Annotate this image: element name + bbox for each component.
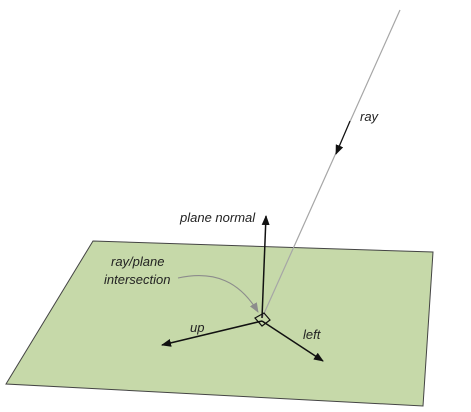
left-label: left xyxy=(303,327,322,342)
up-label: up xyxy=(190,320,204,335)
plane xyxy=(5,240,434,407)
ray-label: ray xyxy=(360,109,380,124)
left-vector-arrow xyxy=(261,320,324,362)
ray-direction-arrow xyxy=(335,120,351,155)
ray-line xyxy=(261,9,401,319)
intersection-callout-curve xyxy=(177,275,259,313)
intersection-label-line1: ray/plane xyxy=(111,254,164,269)
plane-normal-label: plane normal xyxy=(179,210,256,225)
intersection-label-line2: intersection xyxy=(104,272,170,287)
right-angle-marker xyxy=(254,312,271,327)
plane-normal-arrow xyxy=(261,215,270,319)
up-vector-arrow xyxy=(161,320,263,347)
